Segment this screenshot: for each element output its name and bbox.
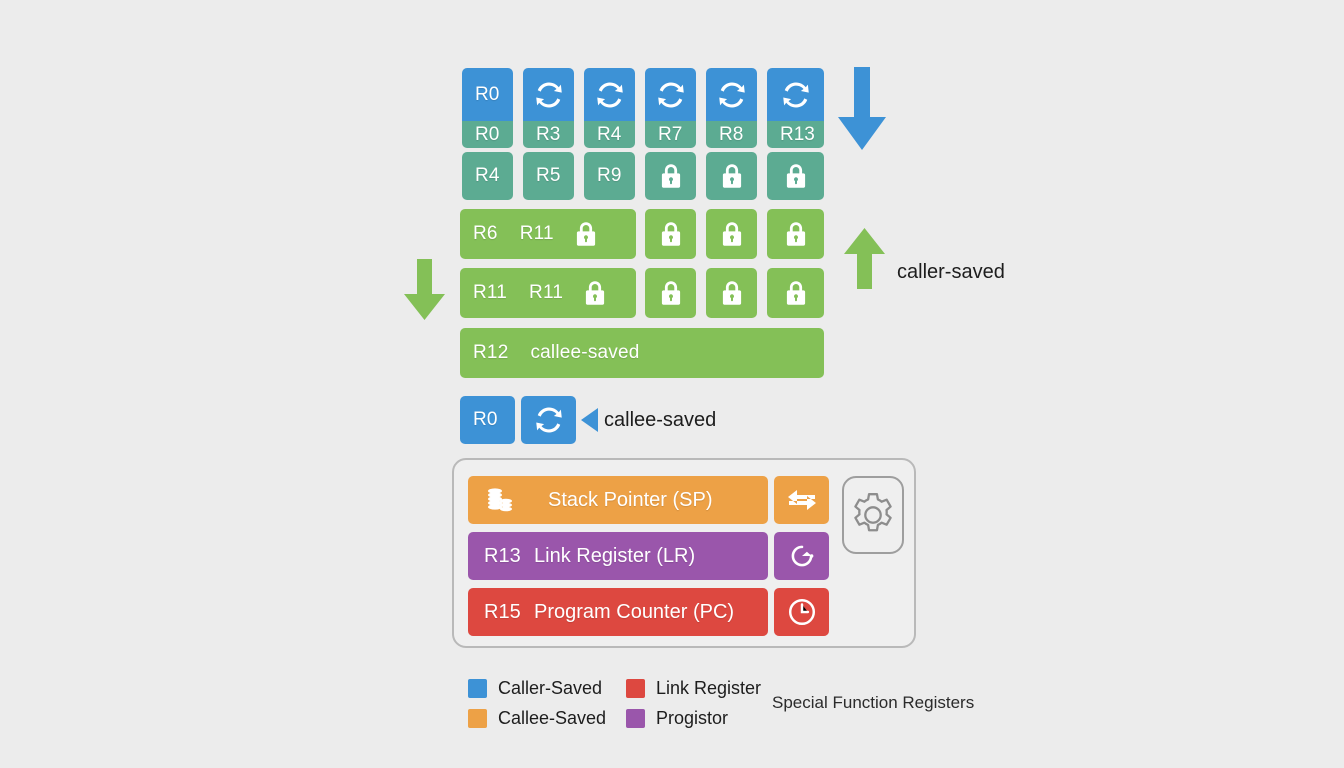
lock-icon <box>583 280 607 306</box>
register-cell-bottom-label: R0 <box>462 121 513 148</box>
legend-swatch <box>468 709 487 728</box>
legend-label: Link Register <box>656 678 762 698</box>
register-cell-locked-5[interactable] <box>706 209 757 259</box>
legend-label: Progistor <box>656 708 729 728</box>
register-cell-bottom-label: R3 <box>523 121 574 148</box>
legend-note-special-function-registers: Special Function Registers <box>772 693 975 712</box>
register-label: R9 <box>597 165 622 186</box>
register-cell-r0-split[interactable]: R0 R0 <box>462 68 513 148</box>
register-cell-locked-7[interactable] <box>645 268 696 318</box>
lock-icon <box>659 163 683 189</box>
register-label-left: R6 <box>473 223 498 244</box>
register-label-mid: R11 <box>519 223 554 244</box>
register-cell-r11-r11-wide[interactable]: R11 R11 <box>460 268 636 318</box>
register-cell-r0-bottom[interactable]: R0 <box>460 396 515 444</box>
register-cell-top-label: R0 <box>462 68 513 121</box>
green-down-arrow <box>402 259 447 320</box>
register-cell-bottom-label: R4 <box>584 121 635 148</box>
register-cell-r8-split[interactable]: R8 <box>706 68 757 148</box>
register-cell-r4-split[interactable]: R4 <box>584 68 635 148</box>
legend: Caller-Saved Callee-Saved Link Register … <box>468 676 988 736</box>
sfr-row-program-counter[interactable]: R15 Program Counter (PC) <box>468 588 768 636</box>
register-cell-r7-split[interactable]: R7 <box>645 68 696 148</box>
sfr-name: Program Counter (PC) <box>534 600 735 623</box>
legend-label: Callee-Saved <box>498 708 607 728</box>
lock-icon <box>720 163 744 189</box>
register-cell-r6-r11-wide[interactable]: R6 R11 <box>460 209 636 259</box>
register-cell-r5[interactable]: R5 <box>523 152 574 200</box>
register-cell-r12-callee-saved[interactable]: R12 callee-saved <box>460 328 824 378</box>
register-cell-locked-1[interactable] <box>645 152 696 200</box>
register-cell-locked-6[interactable] <box>767 209 824 259</box>
lock-icon <box>659 280 683 306</box>
caller-saved-label: caller-saved <box>897 261 1005 283</box>
green-up-arrow <box>842 228 887 289</box>
register-cell-locked-8[interactable] <box>706 268 757 318</box>
register-label-mid: R11 <box>529 282 564 303</box>
register-label: R12 <box>473 342 509 363</box>
sfr-name: Link Register (LR) <box>534 544 696 567</box>
clock-icon <box>787 597 817 627</box>
register-cell-locked-2[interactable] <box>706 152 757 200</box>
lock-icon <box>720 280 744 306</box>
sfr-tag: R13 <box>484 544 521 567</box>
register-cell-r9[interactable]: R9 <box>584 152 635 200</box>
refresh-icon <box>523 68 574 121</box>
lock-icon <box>784 221 808 247</box>
legend-item-caller-saved: Caller-Saved <box>468 678 602 699</box>
register-label: R0 <box>473 409 498 430</box>
special-function-registers-panel: Stack Pointer (SP) R13 Link Register (LR… <box>452 458 916 648</box>
register-label: R4 <box>475 165 500 186</box>
register-cell-locked-9[interactable] <box>767 268 824 318</box>
lock-icon <box>720 221 744 247</box>
lock-icon <box>659 221 683 247</box>
register-cell-bottom-label: R13 <box>767 121 824 148</box>
sfr-name: Stack Pointer (SP) <box>548 488 713 511</box>
legend-item-link-register: Link Register <box>626 678 761 699</box>
sfr-action-program-counter[interactable] <box>774 588 829 636</box>
register-cell-locked-4[interactable] <box>645 209 696 259</box>
blue-down-arrow <box>836 67 888 150</box>
register-cell-r13-split[interactable]: R13 <box>767 68 824 148</box>
left-triangle-icon <box>581 408 599 432</box>
lock-icon <box>784 163 808 189</box>
sfr-action-link-register[interactable] <box>774 532 829 580</box>
refresh-icon <box>584 68 635 121</box>
legend-item-callee-saved: Callee-Saved <box>468 708 606 729</box>
refresh-icon <box>534 405 564 435</box>
legend-item-progistor: Progistor <box>626 708 728 729</box>
lock-icon <box>784 280 808 306</box>
callee-saved-pointer-label: callee-saved <box>604 409 717 431</box>
coins-stack-icon <box>468 486 534 514</box>
sfr-row-link-register[interactable]: R13 Link Register (LR) <box>468 532 768 580</box>
register-cell-r3-split[interactable]: R3 <box>523 68 574 148</box>
refresh-icon <box>767 68 824 121</box>
register-cell-refresh-bottom[interactable] <box>521 396 576 444</box>
gear-icon <box>848 490 898 540</box>
sfr-tag: R15 <box>484 600 521 623</box>
callee-saved-text: callee-saved <box>530 342 640 363</box>
arrows-left-right-icon <box>787 488 817 512</box>
refresh-icon <box>706 68 757 121</box>
lock-icon <box>574 221 598 247</box>
gear-settings-box[interactable] <box>842 476 904 554</box>
sfr-row-stack-pointer[interactable]: Stack Pointer (SP) <box>468 476 768 524</box>
register-cell-bottom-label: R7 <box>645 121 696 148</box>
legend-swatch <box>626 679 645 698</box>
register-label: R5 <box>536 165 561 186</box>
return-arrow-icon <box>787 541 817 571</box>
register-label-left: R11 <box>473 282 508 303</box>
register-cell-bottom-label: R8 <box>706 121 757 148</box>
legend-swatch <box>468 679 487 698</box>
legend-swatch <box>626 709 645 728</box>
refresh-icon <box>645 68 696 121</box>
register-cell-locked-3[interactable] <box>767 152 824 200</box>
register-cell-r4[interactable]: R4 <box>462 152 513 200</box>
legend-label: Caller-Saved <box>498 678 603 698</box>
sfr-action-stack-pointer[interactable] <box>774 476 829 524</box>
